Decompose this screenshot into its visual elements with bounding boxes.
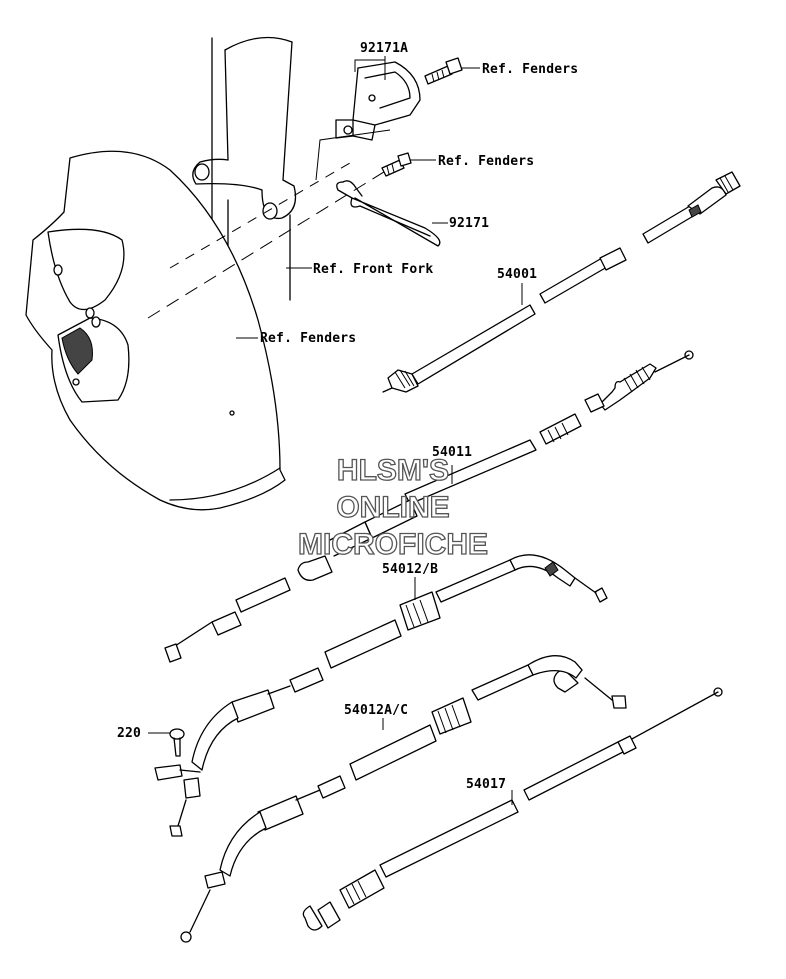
label-ref-fenders-upper: Ref. Fenders [482, 62, 578, 77]
cable-54012B-drawing [154, 554, 608, 837]
clamp-92171A-drawing [335, 61, 421, 141]
cable-54001-drawing [382, 171, 741, 393]
label-54001: 54001 [497, 267, 537, 282]
cable-54012AC-drawing [180, 655, 627, 943]
cable-54011-drawing [164, 350, 694, 663]
watermark: HLSM'S ONLINE MICROFICHE [297, 453, 488, 561]
bolt-middle-drawing [381, 152, 412, 177]
bolt-upper-drawing [424, 57, 463, 85]
screw-220-drawing [169, 728, 185, 757]
label-92171A: 92171A [360, 41, 408, 56]
clamp-92171-drawing [336, 180, 441, 247]
watermark-line1: HLSM'S [337, 454, 449, 487]
label-ref-fenders-middle: Ref. Fenders [438, 154, 534, 169]
label-220: 220 [117, 726, 141, 741]
label-ref-front-fork: Ref. Front Fork [313, 262, 433, 277]
cable-54017-drawing [302, 687, 723, 931]
leader-lines [148, 56, 523, 805]
label-54012B: 54012/B [382, 562, 438, 577]
watermark-line3: MICROFICHE [298, 528, 488, 561]
label-54012AC: 54012A/C [344, 703, 408, 718]
watermark-line2: ONLINE [336, 491, 449, 524]
label-54011: 54011 [432, 445, 472, 460]
label-54017: 54017 [466, 777, 506, 792]
fender-drawing [25, 150, 286, 511]
label-92171: 92171 [449, 216, 489, 231]
label-ref-fenders-lower: Ref. Fenders [260, 331, 356, 346]
